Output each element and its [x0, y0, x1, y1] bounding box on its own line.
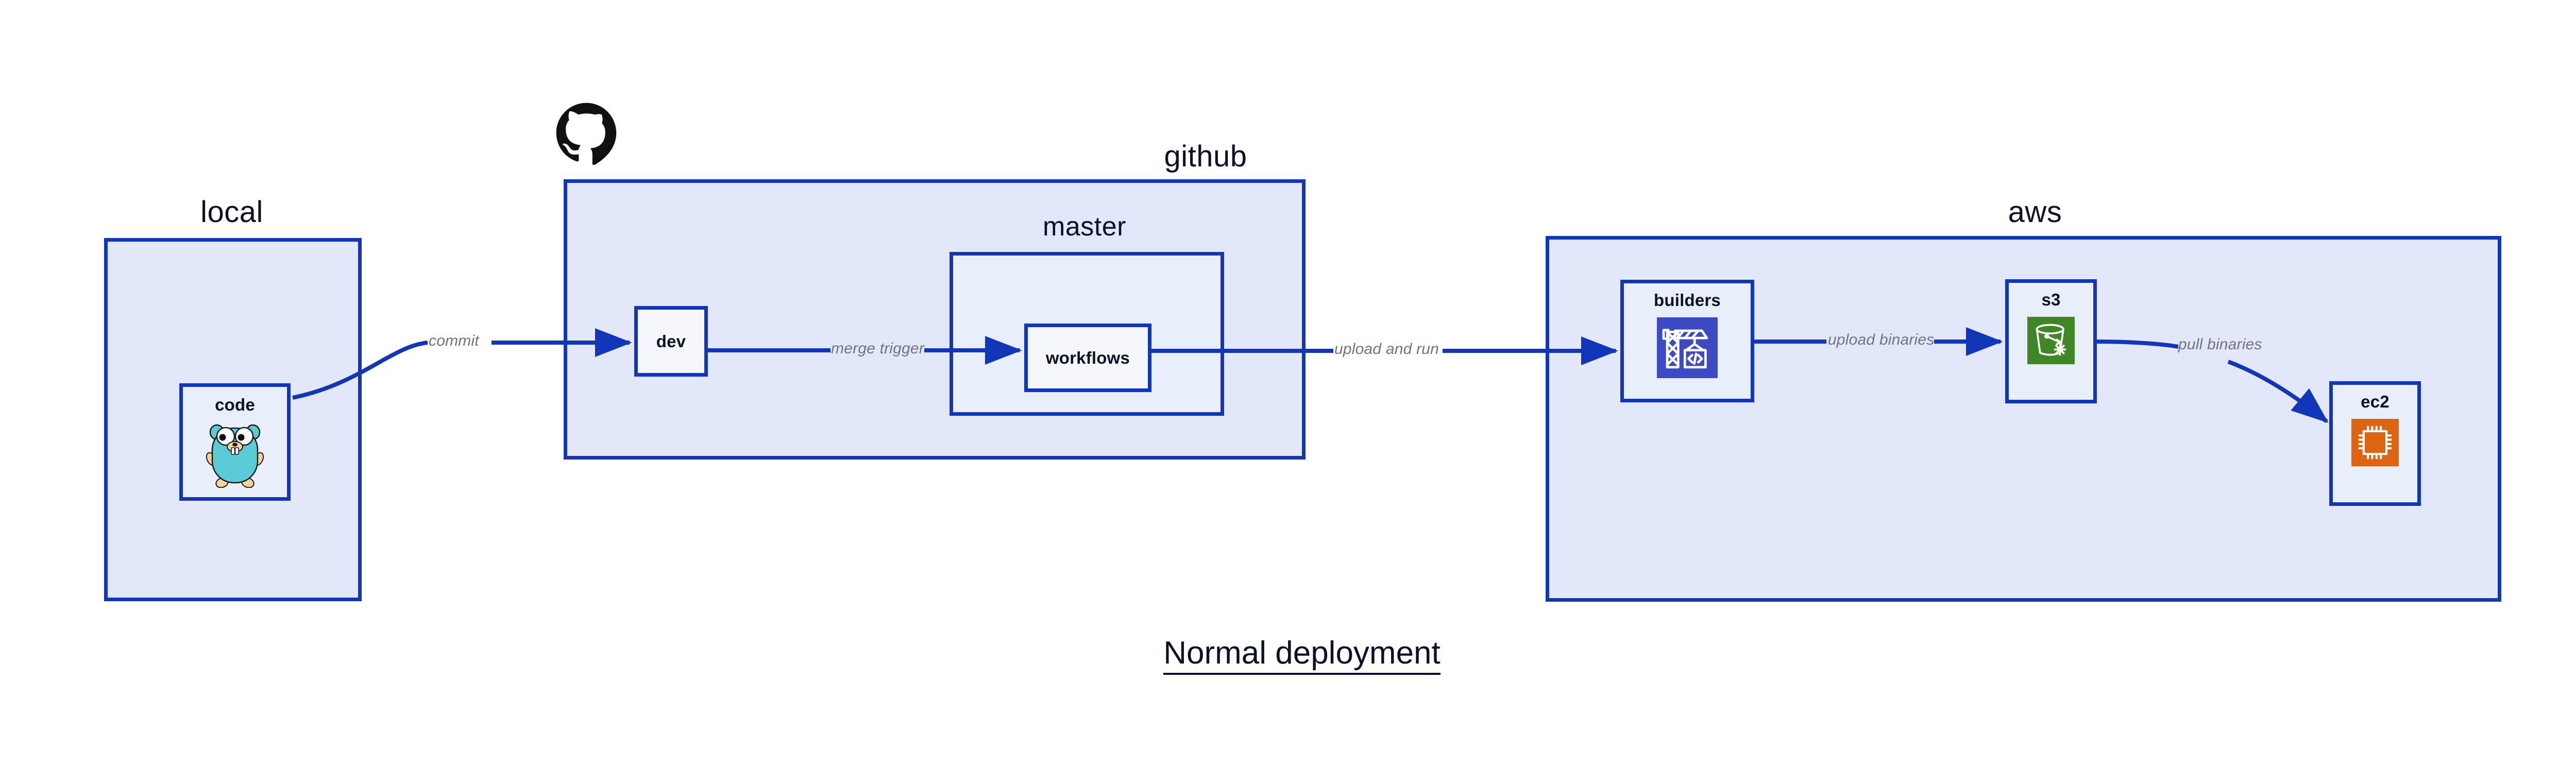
- go-gopher-icon: [205, 422, 265, 488]
- node-dev-label: dev: [656, 331, 686, 351]
- node-workflows-label: workflows: [1045, 348, 1130, 367]
- node-ec2-label: ec2: [2361, 392, 2389, 411]
- node-code-label: code: [215, 395, 255, 414]
- node-builders[interactable]: builders: [1620, 280, 1754, 402]
- group-label-master: master: [1043, 212, 1126, 242]
- edge-label-upload-binaries: upload binaries: [1828, 331, 1935, 349]
- group-label-local: local: [200, 195, 263, 229]
- edge-label-upload-and-run: upload and run: [1334, 341, 1439, 358]
- diagram-title: Normal deployment: [0, 635, 2576, 675]
- group-label-github: github: [1164, 140, 1247, 173]
- github-octocat-icon: [554, 101, 618, 165]
- edge-label-pull-binaries: pull binaries: [2178, 336, 2262, 353]
- aws-ec2-chip-icon: [2351, 419, 2399, 469]
- node-builders-label: builders: [1654, 291, 1721, 310]
- diagram-title-text: Normal deployment: [1163, 635, 1440, 675]
- node-dev[interactable]: dev: [634, 306, 708, 377]
- node-s3-label: s3: [2041, 290, 2061, 309]
- node-ec2[interactable]: ec2: [2329, 381, 2421, 506]
- edge-label-commit: commit: [429, 332, 479, 350]
- node-s3[interactable]: s3: [2005, 279, 2097, 403]
- aws-codebuild-icon: [1657, 317, 1718, 381]
- aws-s3-bucket-icon: [2027, 317, 2075, 367]
- edge-label-merge-trigger: merge trigger: [831, 340, 925, 358]
- group-label-aws: aws: [2008, 195, 2062, 229]
- node-code[interactable]: code: [179, 383, 291, 501]
- node-workflows[interactable]: workflows: [1024, 324, 1151, 392]
